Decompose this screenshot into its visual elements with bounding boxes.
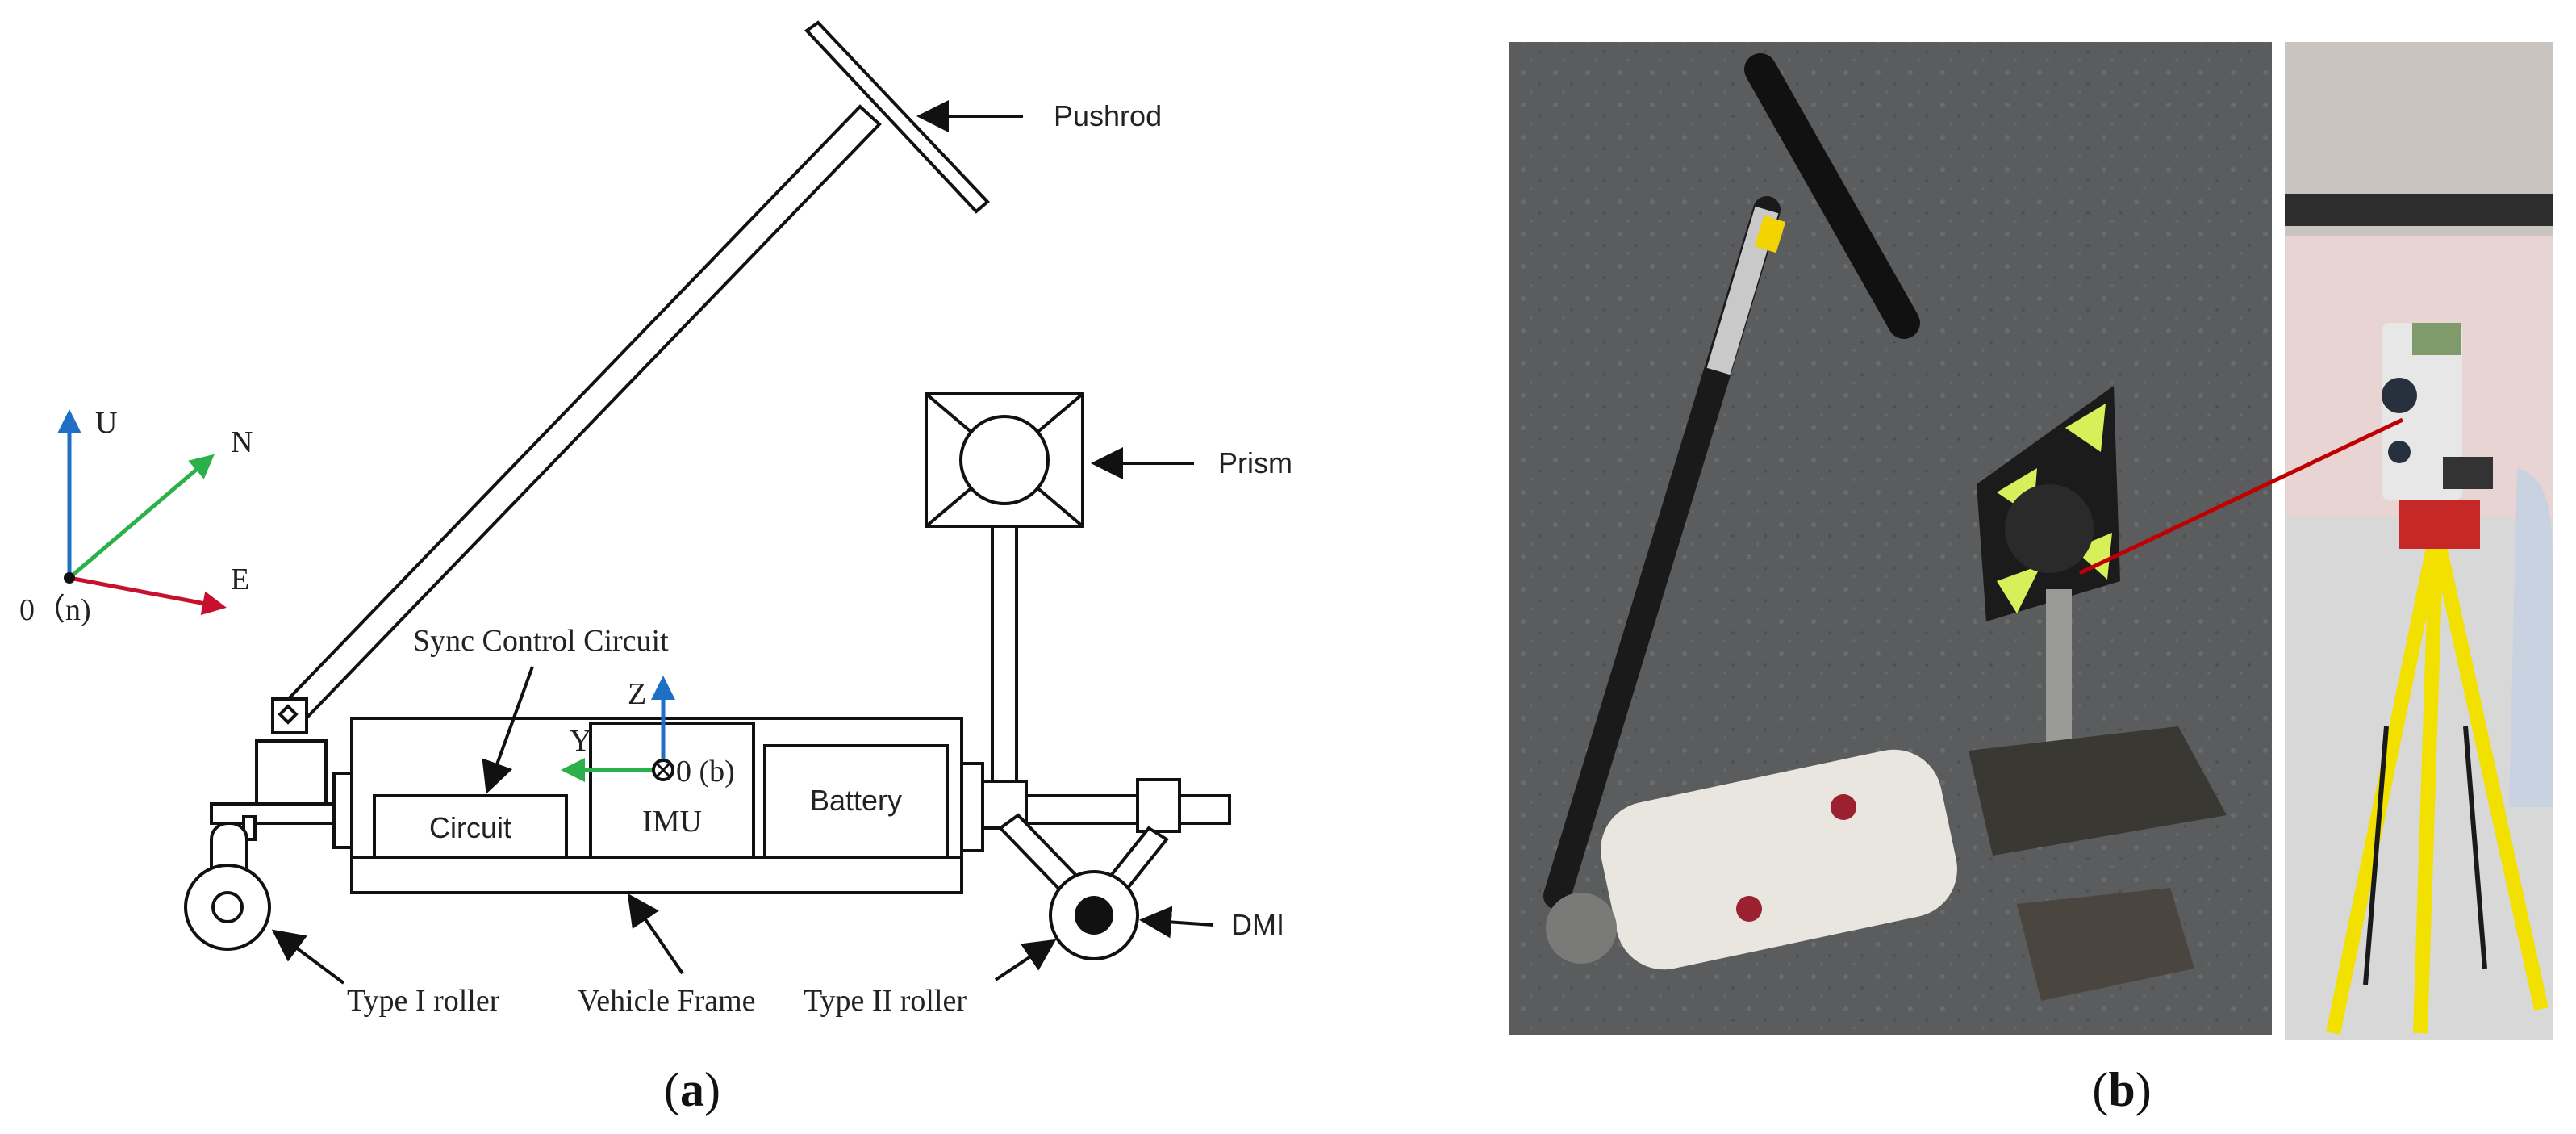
- vehicle-frame-base: [350, 856, 963, 894]
- n-axis-label: N: [231, 425, 253, 459]
- dmi-sensor: [1075, 896, 1113, 935]
- navigation-frame-axes: U N E 0（n): [19, 406, 253, 627]
- left-end-cap: [332, 772, 353, 849]
- type1-roller-callout-arrow: [271, 929, 345, 985]
- pushrod: [271, 20, 990, 734]
- left-axle-bar: [210, 802, 336, 825]
- prism-pole: [991, 525, 1018, 788]
- left-hitch-block: [255, 739, 328, 806]
- dmi-label: DMI: [1231, 908, 1284, 941]
- z-axis-label: Z: [628, 677, 646, 711]
- e-axis-label: E: [231, 563, 249, 596]
- circuit-box: [373, 794, 568, 859]
- photo-cylinder: [1601, 749, 1957, 970]
- sync-control-circuit-label: Sync Control Circuit: [413, 624, 669, 658]
- panel-a-diagram: U N E 0（n) Circuit IMU Battery: [19, 20, 1292, 1116]
- right-axle-bar: [1025, 794, 1231, 825]
- battery-box: [763, 744, 949, 859]
- circuit-label: Circuit: [429, 811, 511, 844]
- y-axis-label: Y: [570, 724, 591, 758]
- trolley-photo: [1509, 42, 2272, 1035]
- prism-label: Prism: [1218, 446, 1292, 479]
- origin-n-label: 0（n): [19, 593, 91, 627]
- pushrod-label: Pushrod: [1054, 99, 1162, 132]
- origin-n-dot: [64, 572, 75, 584]
- right-end-cap: [960, 762, 984, 852]
- right-axle-clamp: [1136, 778, 1181, 833]
- photo-handle: [1744, 53, 1920, 339]
- panel-a-caption: (a): [664, 1063, 720, 1116]
- panel-b-caption: (b): [2092, 1063, 2151, 1116]
- vehicle-frame-callout-arrow: [627, 893, 684, 975]
- type1-roller-label: Type I roller: [347, 984, 500, 1018]
- prism-assembly: [925, 392, 1084, 788]
- sighting-line: [2078, 417, 2404, 575]
- imu-box: [589, 722, 755, 859]
- type2-roller-callout-arrow: [994, 939, 1057, 981]
- prism-glass: [959, 415, 1050, 505]
- dmi-callout-arrow: [1139, 906, 1214, 939]
- body-frame-axes: Z Y 0 (b): [561, 676, 735, 789]
- battery-label: Battery: [810, 784, 902, 817]
- origin-b-label: 0 (b): [676, 755, 735, 789]
- u-axis-label: U: [95, 406, 117, 440]
- total-station-photo: [2285, 42, 2553, 1040]
- e-axis-arrow: [69, 575, 227, 616]
- vehicle-frame-label: Vehicle Frame: [578, 984, 756, 1018]
- imu-label: IMU: [642, 805, 702, 839]
- sync-control-callout-arrow: [482, 666, 534, 794]
- panel-b-photos: (b): [1509, 42, 2553, 1116]
- n-axis-arrow: [68, 454, 215, 580]
- pushrod-handle: [804, 20, 990, 214]
- type2-roller-label: Type II roller: [804, 984, 967, 1018]
